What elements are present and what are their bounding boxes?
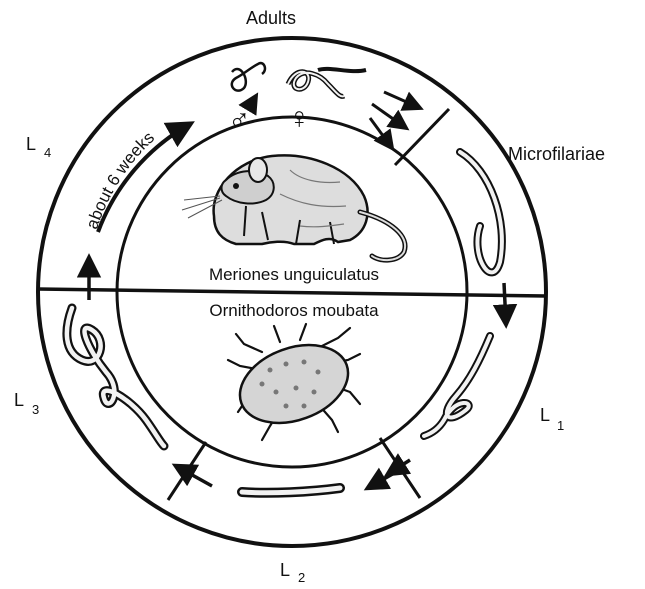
tick-illustration bbox=[228, 324, 360, 440]
label-l1-sub: 1 bbox=[557, 418, 564, 433]
label-microfilariae: Microfilariae bbox=[508, 144, 605, 164]
arrow-to-l1 bbox=[504, 283, 506, 324]
label-l2-sub: 2 bbox=[298, 570, 305, 584]
label-adults: Adults bbox=[246, 8, 296, 28]
label-l4: L 4 bbox=[26, 134, 51, 160]
gerbil-illustration bbox=[182, 155, 405, 260]
arrow-l2-to-l3 bbox=[176, 466, 212, 486]
label-l4-main: L bbox=[26, 134, 36, 154]
host-vector-name: Ornithodoros moubata bbox=[209, 301, 379, 320]
adults-output-arrows bbox=[250, 92, 420, 148]
arrow-l1-to-l2 bbox=[368, 472, 396, 488]
label-l3: L 3 bbox=[14, 390, 39, 417]
host-vertebrate-name: Meriones unguiculatus bbox=[209, 265, 379, 284]
adult-worm-male bbox=[232, 63, 265, 91]
adult-worm-female bbox=[288, 69, 366, 97]
label-l2: L 2 bbox=[280, 560, 305, 584]
label-l1-main: L bbox=[540, 405, 550, 425]
label-l3-main: L bbox=[14, 390, 24, 410]
microfilaria-worm bbox=[460, 152, 502, 272]
arrow-l1-to-l2-upper bbox=[388, 460, 410, 474]
label-l1: L 1 bbox=[540, 405, 564, 433]
label-l3-sub: 3 bbox=[32, 402, 39, 417]
divider-adults-microfilariae bbox=[395, 109, 449, 165]
label-l4-sub: 4 bbox=[44, 145, 51, 160]
female-symbol: ♀ bbox=[288, 102, 311, 135]
l3-larva bbox=[67, 308, 164, 446]
l2-larva bbox=[242, 488, 340, 493]
label-l2-main: L bbox=[280, 560, 290, 580]
male-symbol: ♂ bbox=[228, 104, 251, 137]
host-divider bbox=[38, 289, 546, 296]
duration-label: about 6 weeks bbox=[82, 128, 158, 232]
duration-text: about 6 weeks bbox=[82, 128, 158, 232]
